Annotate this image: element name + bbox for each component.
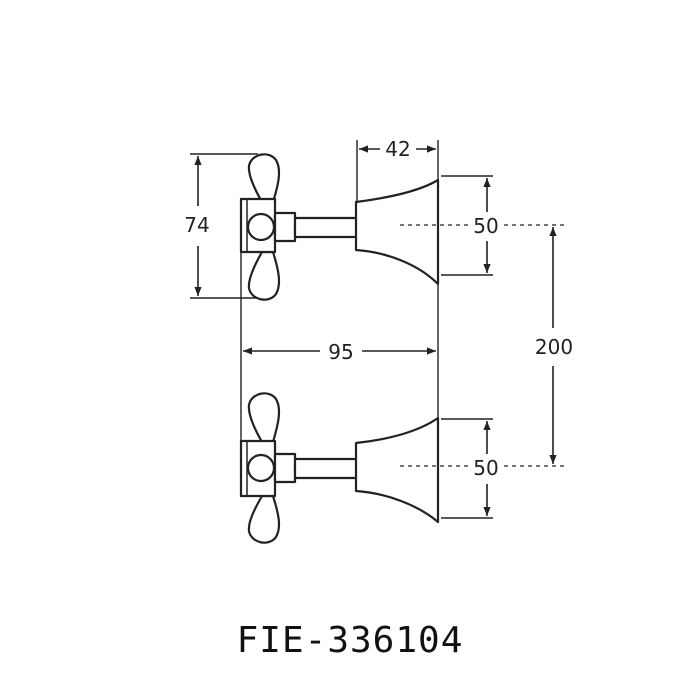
top-flange <box>354 178 440 286</box>
dim-label-74: 74 <box>184 213 209 237</box>
dim-label-200: 200 <box>535 335 573 359</box>
bottom-spindle <box>293 457 359 480</box>
bottom-collar <box>273 452 297 484</box>
dim-label-95: 95 <box>328 340 353 364</box>
bottom-handle-boss <box>246 453 276 483</box>
dim-label-50-bottom: 50 <box>473 456 498 480</box>
top-spindle <box>293 216 359 239</box>
top-collar <box>273 211 297 243</box>
dim-label-50-top: 50 <box>473 214 498 238</box>
top-handle-lower-lobe <box>247 250 281 301</box>
extension-lines <box>190 140 493 519</box>
dim-label-42: 42 <box>385 137 410 161</box>
centre-lines <box>400 224 565 467</box>
bottom-tap <box>239 392 440 544</box>
bottom-handle-lower-lobe <box>247 494 281 544</box>
bottom-handle-upper-lobe <box>247 392 281 444</box>
bottom-flange <box>354 416 440 524</box>
top-handle-upper-lobe <box>247 153 281 204</box>
model-code: FIE-336104 <box>236 620 464 661</box>
top-tap <box>239 153 440 301</box>
top-handle-boss <box>246 212 276 242</box>
